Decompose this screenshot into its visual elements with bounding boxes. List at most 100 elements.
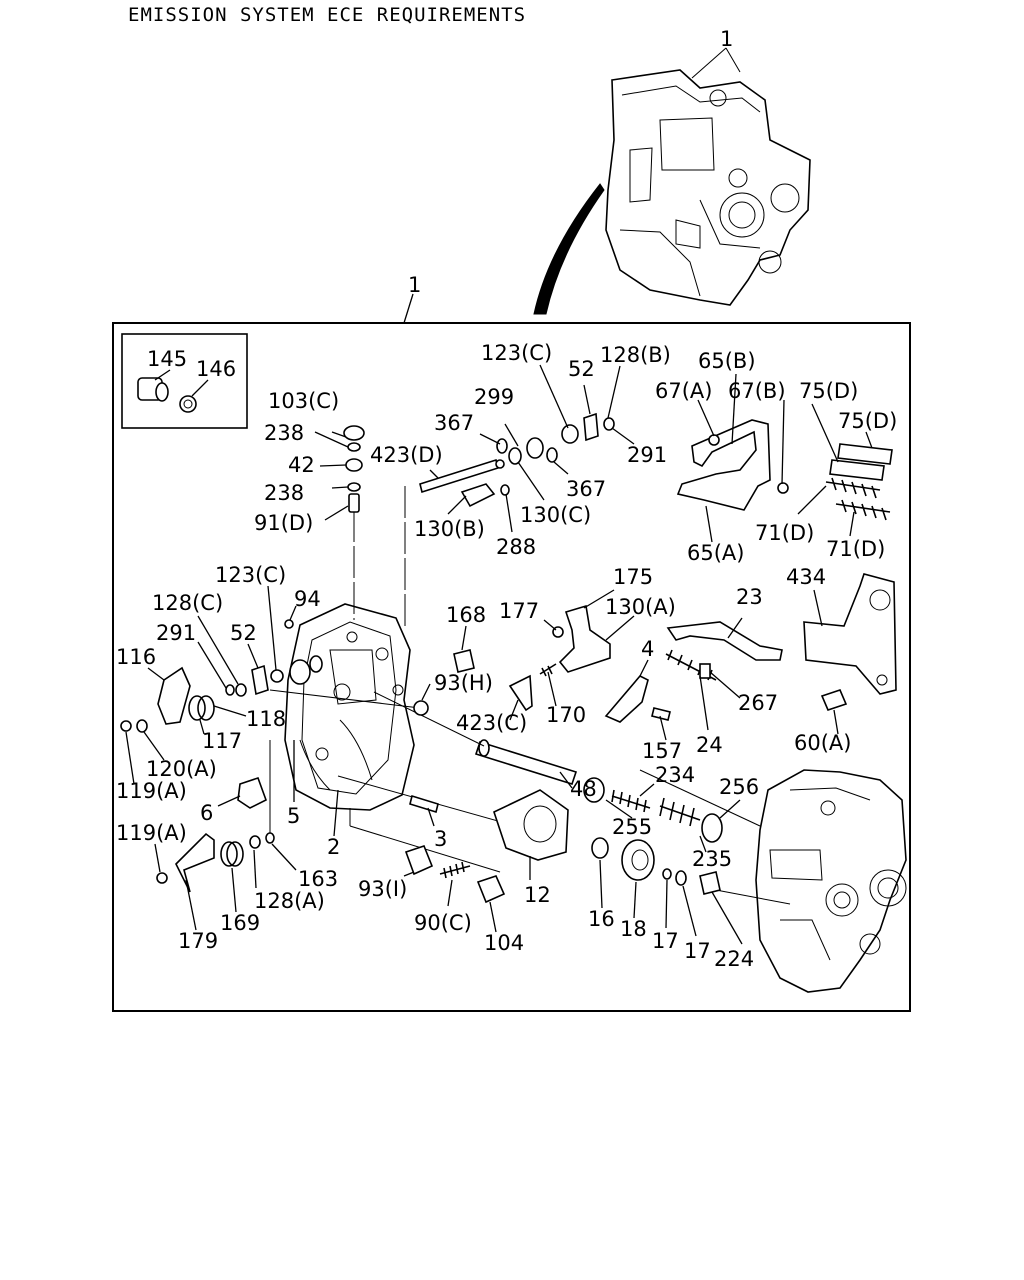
callout-117: 117 (202, 729, 242, 753)
callout-93h: 93(H) (434, 671, 493, 695)
callout-52-left: 52 (230, 621, 257, 645)
callout-128b: 128(B) (600, 343, 671, 367)
inset-frame (121, 333, 248, 429)
callout-67a: 67(A) (655, 379, 712, 403)
callout-6: 6 (200, 801, 213, 825)
callout-91d: 91(D) (254, 511, 313, 535)
shaft-423d (419, 458, 505, 494)
callout-71d-b: 71(D) (826, 537, 885, 561)
callout-423c: 423(C) (456, 711, 527, 735)
callout-123c-top: 123(C) (481, 341, 552, 365)
callout-423d: 423(D) (370, 443, 443, 467)
callout-5: 5 (287, 804, 300, 828)
callout-170: 170 (546, 703, 586, 727)
callout-175: 175 (613, 565, 653, 589)
callout-118: 118 (246, 707, 286, 731)
part-6 (237, 776, 267, 809)
callout-93i: 93(I) (358, 877, 407, 901)
callout-128c: 128(C) (152, 591, 223, 615)
callout-224: 224 (714, 947, 754, 971)
callout-23: 23 (736, 585, 763, 609)
callout-75d-b: 75(D) (838, 409, 897, 433)
callout-3: 3 (434, 827, 447, 851)
callout-24: 24 (696, 733, 723, 757)
callout-130a: 130(A) (605, 595, 676, 619)
callout-291-top: 291 (627, 443, 667, 467)
part-bracket-434 (803, 573, 897, 711)
callout-65b: 65(B) (698, 349, 756, 373)
callout-12: 12 (524, 883, 551, 907)
callout-116: 116 (116, 645, 156, 669)
callout-367b: 367 (566, 477, 606, 501)
callout-67b: 67(B) (728, 379, 786, 403)
callout-130c: 130(C) (520, 503, 591, 527)
callout-119a-top: 119(A) (116, 779, 187, 803)
callout-94: 94 (294, 587, 321, 611)
callout-288: 288 (496, 535, 536, 559)
callout-267: 267 (738, 691, 778, 715)
page-title: EMISSION SYSTEM ECE REQUIREMENTS (128, 4, 527, 26)
leader-lines (125, 364, 873, 945)
callout-2: 2 (327, 835, 340, 859)
callout-179: 179 (178, 929, 218, 953)
part-group-bottom-right (591, 837, 721, 895)
callout-18: 18 (620, 917, 647, 941)
callout-60a: 60(A) (794, 731, 851, 755)
pump-assembly-reference (605, 47, 811, 306)
part-group-lower-center (404, 789, 569, 904)
callout-16: 16 (588, 907, 615, 931)
callout-146: 146 (196, 357, 236, 381)
part-springs-71-75 (825, 443, 893, 521)
callout-367a: 367 (434, 411, 474, 435)
callout-128a: 128(A) (254, 889, 325, 913)
callout-17b: 17 (684, 939, 711, 963)
part-group-top-center (460, 412, 615, 508)
part-group-center-right (413, 604, 611, 716)
callout-1-main: 1 (408, 273, 421, 297)
callout-238b: 238 (264, 481, 304, 505)
callout-104: 104 (484, 931, 524, 955)
callout-75d-a: 75(D) (799, 379, 858, 403)
callout-71d-a: 71(D) (755, 521, 814, 545)
callout-103c: 103(C) (268, 389, 339, 413)
part-group-lower-left (156, 832, 275, 893)
callout-145: 145 (147, 347, 187, 371)
callout-163: 163 (298, 867, 338, 891)
callout-90c: 90(C) (414, 911, 472, 935)
callout-169: 169 (220, 911, 260, 935)
shaft-48 (474, 739, 578, 785)
callout-168: 168 (446, 603, 486, 627)
callout-235: 235 (692, 847, 732, 871)
callout-120a: 120(A) (146, 757, 217, 781)
callout-130b: 130(B) (414, 517, 485, 541)
part-group-springs-right (583, 777, 723, 843)
callout-119a-bot: 119(A) (116, 821, 187, 845)
detail-pointer-arrow (533, 183, 605, 315)
part-stack-103-91 (343, 425, 365, 513)
detail-frame (112, 322, 911, 1012)
callout-299: 299 (474, 385, 514, 409)
pump-body (755, 769, 907, 993)
callout-291-left: 291 (156, 621, 196, 645)
part-lever-23 (666, 621, 783, 679)
callout-123c-left: 123(C) (215, 563, 286, 587)
callout-238a: 238 (264, 421, 304, 445)
callout-48: 48 (570, 777, 597, 801)
callout-434: 434 (786, 565, 826, 589)
callout-157: 157 (642, 739, 682, 763)
part-145-plug (137, 377, 197, 413)
callout-42: 42 (288, 453, 315, 477)
callout-256: 256 (719, 775, 759, 799)
part-group-lever-4 (604, 649, 717, 723)
part-bracket-65 (676, 419, 789, 511)
callout-17a: 17 (652, 929, 679, 953)
callout-177: 177 (499, 599, 539, 623)
callout-4: 4 (641, 637, 654, 661)
callout-255: 255 (612, 815, 652, 839)
callout-1-top: 1 (720, 27, 733, 51)
part-group-left (120, 619, 323, 733)
callout-234: 234 (655, 763, 695, 787)
callout-52-top: 52 (568, 357, 595, 381)
callout-labels: 1 1 145 146 103(C) 238 42 238 91(D) 423(… (116, 27, 897, 971)
